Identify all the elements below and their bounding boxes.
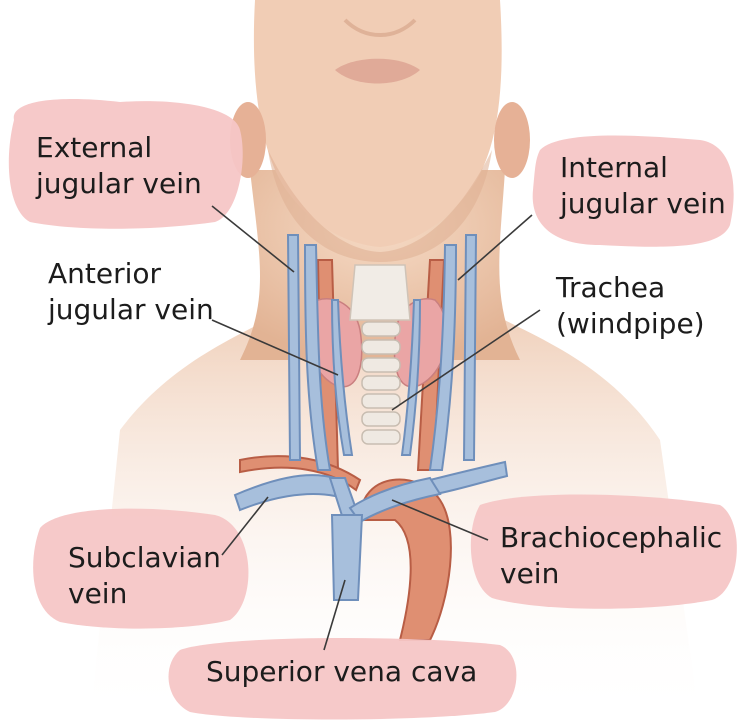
label-external-jugular-vein: External jugular vein <box>36 130 202 202</box>
larynx <box>350 265 410 320</box>
label-internal-jugular-vein: Internal jugular vein <box>560 150 726 222</box>
label-subclavian-vein: Subclavian vein <box>68 540 221 612</box>
label-superior-vena-cava: Superior vena cava <box>206 654 477 690</box>
label-anterior-jugular-vein: Anterior jugular vein <box>48 256 214 328</box>
label-brachiocephalic-vein: Brachiocephalic vein <box>500 520 722 592</box>
superior-vena-cava <box>332 515 362 600</box>
right-ear <box>494 102 530 178</box>
label-trachea: Trachea (windpipe) <box>556 270 705 342</box>
trachea-rings <box>362 322 400 444</box>
